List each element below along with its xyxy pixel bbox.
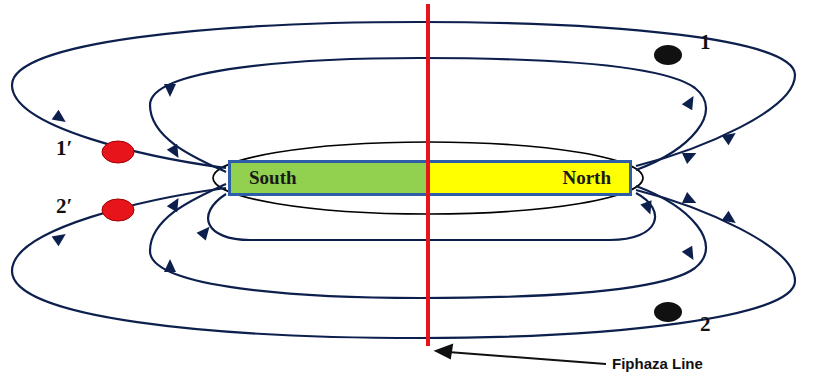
callout-number: 2 <box>700 312 711 337</box>
field-line <box>208 193 655 240</box>
arrowhead <box>167 144 184 161</box>
ring <box>213 142 643 214</box>
arrowhead <box>682 93 699 110</box>
point-marker <box>102 199 134 221</box>
callout-number: 2′ <box>56 194 72 219</box>
arrowhead <box>436 345 452 358</box>
arrowhead <box>197 223 215 241</box>
field-line <box>150 184 706 298</box>
field-line <box>12 22 795 168</box>
north-pole: North <box>428 160 632 196</box>
arrowhead <box>682 246 699 263</box>
point-marker <box>654 302 682 322</box>
arrowhead <box>682 192 699 208</box>
arrowhead <box>640 200 656 216</box>
field-line <box>150 58 706 172</box>
point-marker <box>102 141 134 163</box>
point-marker <box>654 45 682 65</box>
line-label: Fiphaza Line <box>612 355 703 372</box>
south-pole: South <box>228 160 428 196</box>
arrowhead <box>52 229 70 246</box>
arrowhead <box>167 195 184 212</box>
arrowhead <box>722 128 740 145</box>
pole-label: North <box>562 167 611 189</box>
leader-line <box>448 352 606 364</box>
callout-number: 1′ <box>56 136 72 161</box>
arrowhead <box>682 148 699 164</box>
arrowhead <box>164 259 176 272</box>
arrowhead <box>164 84 176 97</box>
field-line <box>12 188 795 338</box>
callout-number: 1 <box>700 30 711 55</box>
pole-label: South <box>249 167 297 189</box>
arrowhead <box>52 110 70 127</box>
arrowhead <box>722 211 740 228</box>
